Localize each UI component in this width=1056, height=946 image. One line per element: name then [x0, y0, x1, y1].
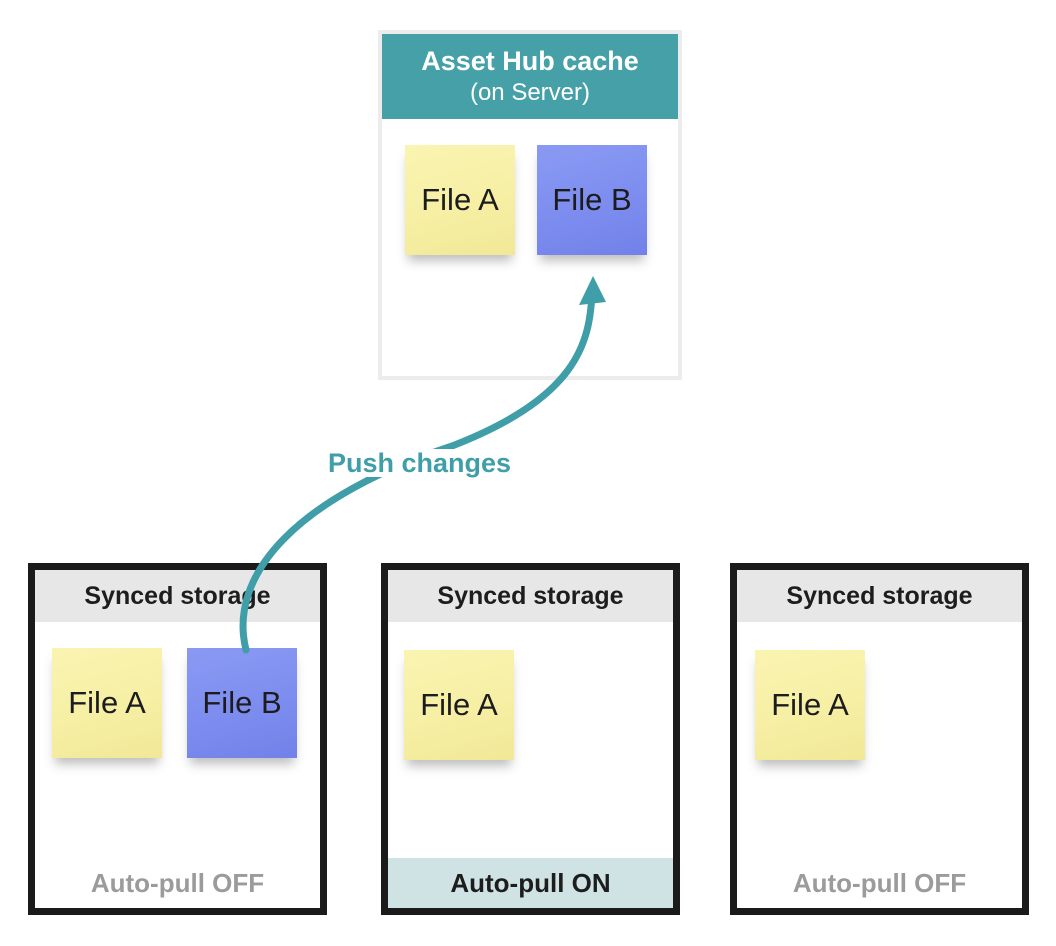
cache-header: Asset Hub cache (on Server): [382, 34, 678, 119]
auto-pull-status-1: Auto-pull OFF: [35, 858, 320, 908]
storage1-file-b-note: File B: [187, 648, 297, 758]
auto-pull-status-2: Auto-pull ON: [388, 858, 673, 908]
auto-pull-label-2: Auto-pull ON: [450, 867, 611, 898]
cache-file-b-label: File B: [552, 182, 632, 217]
storage-header-3: Synced storage: [737, 570, 1022, 622]
cache-subtitle: (on Server): [469, 79, 591, 107]
storage-title-1: Synced storage: [84, 581, 271, 610]
storage1-file-b-label: File B: [202, 685, 282, 720]
storage2-file-a-note: File A: [404, 650, 514, 760]
cache-title: Asset Hub cache: [421, 45, 639, 76]
cache-file-a-label: File A: [421, 182, 499, 217]
cache-file-b-note: File B: [537, 145, 647, 255]
auto-pull-label-3: Auto-pull OFF: [792, 867, 967, 898]
storage-title-2: Synced storage: [437, 581, 624, 610]
cache-file-a-note: File A: [405, 145, 515, 255]
storage1-file-a-note: File A: [52, 648, 162, 758]
auto-pull-label-1: Auto-pull OFF: [90, 867, 265, 898]
storage1-file-a-label: File A: [68, 685, 146, 720]
storage3-file-a-label: File A: [771, 687, 849, 722]
storage-header-1: Synced storage: [35, 570, 320, 622]
storage-title-3: Synced storage: [786, 581, 973, 610]
storage3-file-a-note: File A: [755, 650, 865, 760]
storage-header-2: Synced storage: [388, 570, 673, 622]
push-changes-label: Push changes: [325, 449, 515, 477]
storage2-file-a-label: File A: [420, 687, 498, 722]
auto-pull-status-3: Auto-pull OFF: [737, 858, 1022, 908]
